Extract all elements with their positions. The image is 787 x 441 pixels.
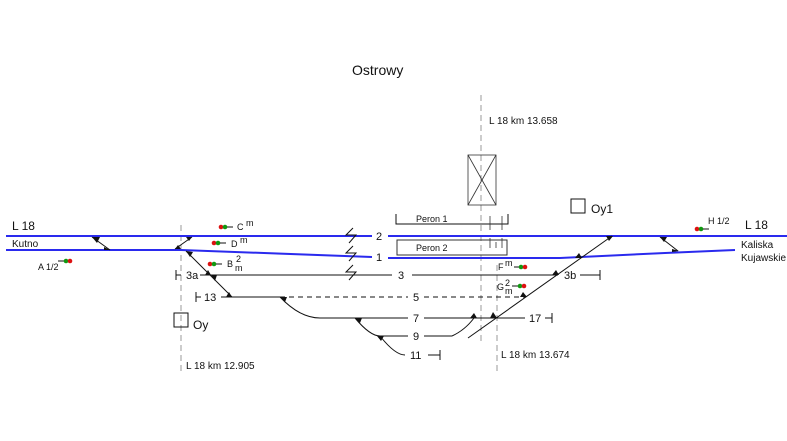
destination-kaliska: Kaliska: [741, 240, 774, 251]
line-label-right: L 18: [745, 218, 768, 232]
svg-text:Peron 2: Peron 2: [416, 243, 448, 253]
km-marker-top: L 18 km 13.658: [489, 116, 558, 127]
switch-markers: [92, 236, 679, 341]
svg-text:C: C: [237, 222, 244, 232]
svg-text:D: D: [231, 239, 238, 249]
track-number-3: 3: [398, 270, 404, 282]
signal-c[interactable]: C m: [218, 218, 254, 232]
platform-2: Peron 2: [396, 239, 508, 256]
signal-d[interactable]: D m: [211, 235, 248, 249]
station-title: Ostrowy: [352, 62, 403, 78]
signal-g[interactable]: G 2 m: [497, 278, 527, 296]
track-number-1: 1: [376, 252, 382, 264]
svg-text:Peron 1: Peron 1: [416, 214, 448, 224]
svg-text:m: m: [235, 263, 243, 273]
svg-text:m: m: [505, 286, 513, 296]
svg-text:B: B: [227, 259, 233, 269]
signal-f[interactable]: F m: [498, 258, 528, 272]
km-marker-right: L 18 km 13.674: [501, 350, 570, 361]
track-break-symbols: [344, 227, 358, 281]
destination-kutno: Kutno: [12, 239, 39, 250]
svg-text:m: m: [240, 235, 248, 245]
track-number-13: 13: [204, 292, 216, 304]
track-number-9: 9: [413, 331, 419, 343]
track-number-3b: 3b: [564, 270, 576, 282]
track-number-7: 7: [413, 313, 419, 325]
destination-kujawskie: Kujawskie: [741, 253, 786, 264]
svg-text:A 1/2: A 1/2: [38, 262, 59, 272]
platform-markers: [489, 216, 503, 248]
signal-box-oy: Oy: [173, 312, 208, 332]
svg-text:m: m: [246, 218, 254, 228]
svg-text:F: F: [498, 262, 504, 272]
km-marker-left: L 18 km 12.905: [186, 361, 255, 372]
station-building-icon: [467, 154, 497, 206]
line-label-left: L 18: [12, 219, 35, 233]
signal-h[interactable]: H 1/2: [694, 216, 730, 232]
track-number-11: 11: [410, 350, 421, 362]
platform-1: Peron 1: [395, 214, 509, 225]
secondary-tracks: [91, 235, 679, 360]
svg-text:Oy: Oy: [193, 318, 208, 332]
main-track-1: [6, 249, 736, 259]
track-number-5: 5: [413, 292, 419, 304]
svg-text:G: G: [497, 282, 504, 292]
signal-b[interactable]: B 2 m: [207, 254, 243, 273]
track-number-3a: 3a: [186, 270, 199, 282]
signal-a[interactable]: A 1/2: [38, 258, 73, 272]
svg-text:2: 2: [505, 278, 510, 288]
signal-box-oy1: Oy1: [570, 198, 613, 216]
svg-text:2: 2: [236, 254, 241, 264]
svg-text:m: m: [505, 258, 513, 268]
track-number-2: 2: [376, 231, 382, 243]
track-number-17: 17: [529, 313, 541, 325]
svg-text:Oy1: Oy1: [591, 202, 613, 216]
svg-text:H 1/2: H 1/2: [708, 216, 730, 226]
